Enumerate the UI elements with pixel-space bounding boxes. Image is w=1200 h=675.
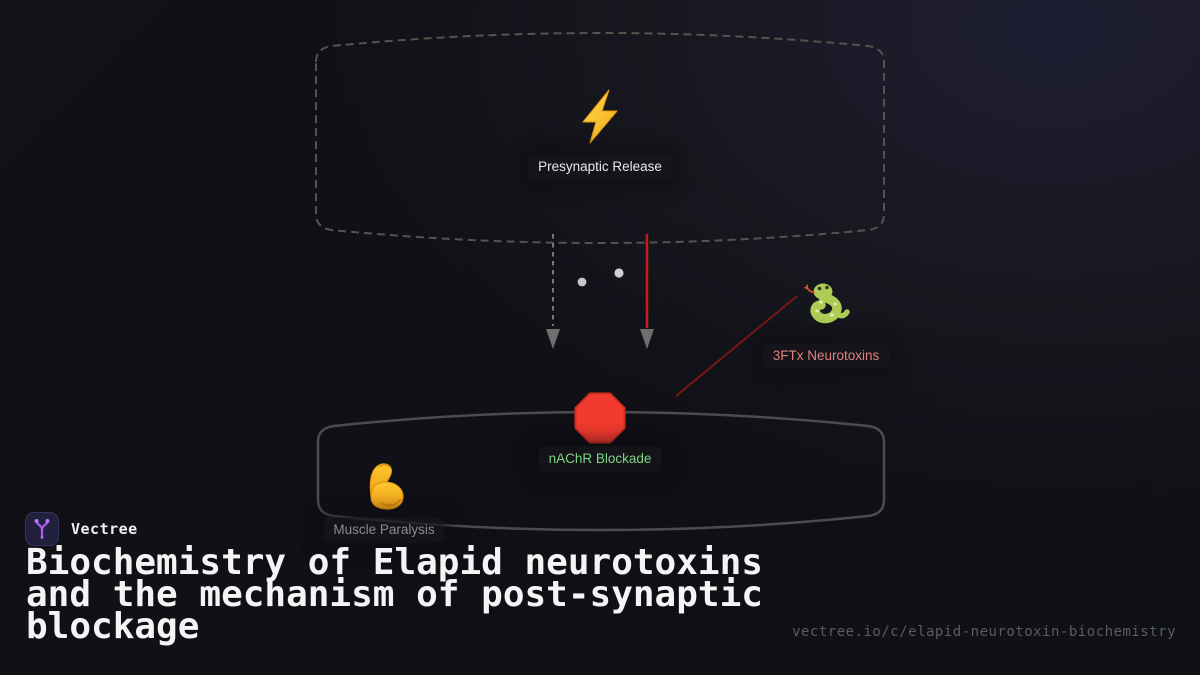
brand: Vectree [25, 512, 138, 546]
title-line-1: Biochemistry of Elapid neurotoxins [26, 542, 763, 583]
3ftx-neurotoxins-label: 3FTx Neurotoxins [762, 343, 890, 369]
page-title: Biochemistry of Elapid neurotoxins and t… [26, 542, 816, 647]
title-line-3: blockage [26, 606, 200, 647]
toxin-blockade-link [675, 295, 798, 397]
vectree-branch-icon [34, 519, 50, 539]
snake-icon [804, 283, 850, 324]
stop-sign-icon [574, 392, 626, 444]
vesicle-dot [577, 277, 587, 287]
release-dashed-arrow [546, 234, 560, 349]
release-red-arrow [640, 234, 654, 349]
brand-name: Vectree [71, 520, 138, 538]
title-line-2: and the mechanism of post-synaptic [26, 574, 763, 615]
muscle-paralysis-label: Muscle Paralysis [323, 517, 445, 543]
vesicle-dot [614, 268, 624, 278]
nachr-blockade-label: nAChR Blockade [538, 446, 662, 472]
flexed-biceps-icon [369, 463, 404, 510]
presynaptic-release-label: Presynaptic Release [528, 154, 672, 180]
presynaptic-terminal-box [315, 32, 885, 244]
lightning-bolt-icon [582, 89, 618, 144]
footer-url: vectree.io/c/elapid-neurotoxin-biochemis… [792, 624, 1176, 640]
brand-logo [25, 512, 59, 546]
